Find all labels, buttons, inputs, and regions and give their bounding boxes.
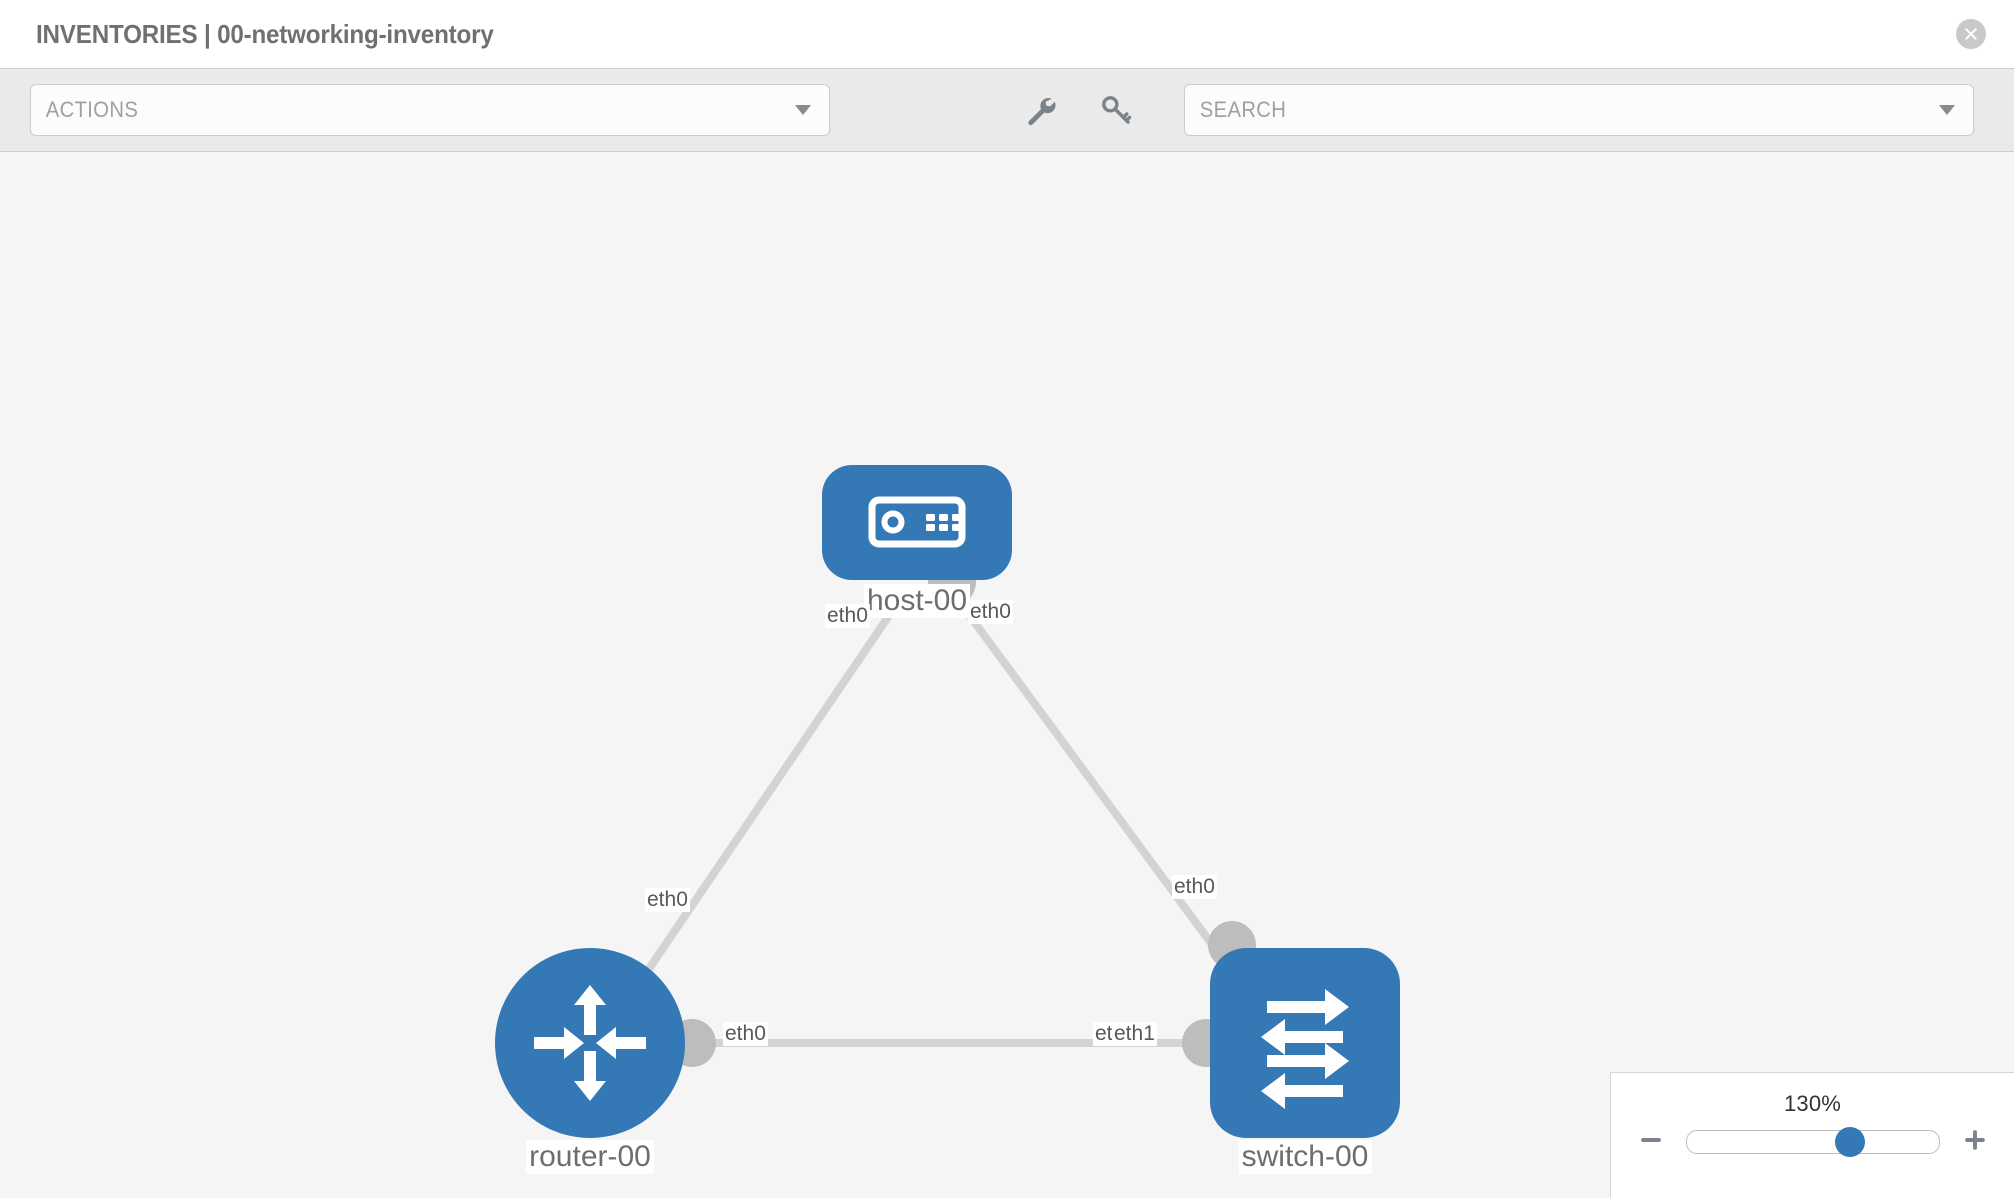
plus-icon [1962,1127,1988,1158]
node-switch-00[interactable] [1210,948,1400,1138]
search-input[interactable]: SEARCH [1184,84,1974,136]
page-header: INVENTORIES | 00-networking-inventory [0,0,2014,68]
toolbar: ACTIONS SEARCH [0,68,2014,152]
page-title: INVENTORIES | 00-networking-inventory [36,18,494,49]
zoom-level-label: 130% [1783,1091,1842,1116]
zoom-slider-row [1634,1125,1992,1159]
wrench-icon[interactable] [1020,90,1060,130]
toolbar-icon-group [1020,90,1136,130]
topology-canvas[interactable]: host-00 router-00 switch-00 eth0 eth0 et… [0,152,2014,1198]
search-placeholder: SEARCH [1199,97,1287,122]
zoom-control-panel: 130% [1610,1072,2014,1198]
close-button[interactable] [1956,19,1986,49]
actions-dropdown-label: ACTIONS [45,97,139,122]
zoom-slider[interactable] [1685,1127,1940,1157]
chevron-down-icon [795,105,811,115]
node-host-00[interactable] [822,465,1012,580]
edge-host-switch[interactable] [946,586,1226,961]
close-icon [1962,25,1980,43]
topology-edges [636,586,1226,1047]
zoom-slider-thumb[interactable] [1835,1127,1866,1157]
node-router-00[interactable] [495,948,685,1138]
minus-icon [1638,1127,1664,1158]
zoom-out-button[interactable] [1634,1125,1668,1159]
zoom-in-button[interactable] [1958,1125,1992,1159]
key-icon[interactable] [1096,90,1136,130]
edge-host-router[interactable] [636,589,909,985]
chevron-down-icon [1939,105,1955,115]
topology-graph [495,465,1400,1138]
actions-dropdown[interactable]: ACTIONS [30,84,830,136]
